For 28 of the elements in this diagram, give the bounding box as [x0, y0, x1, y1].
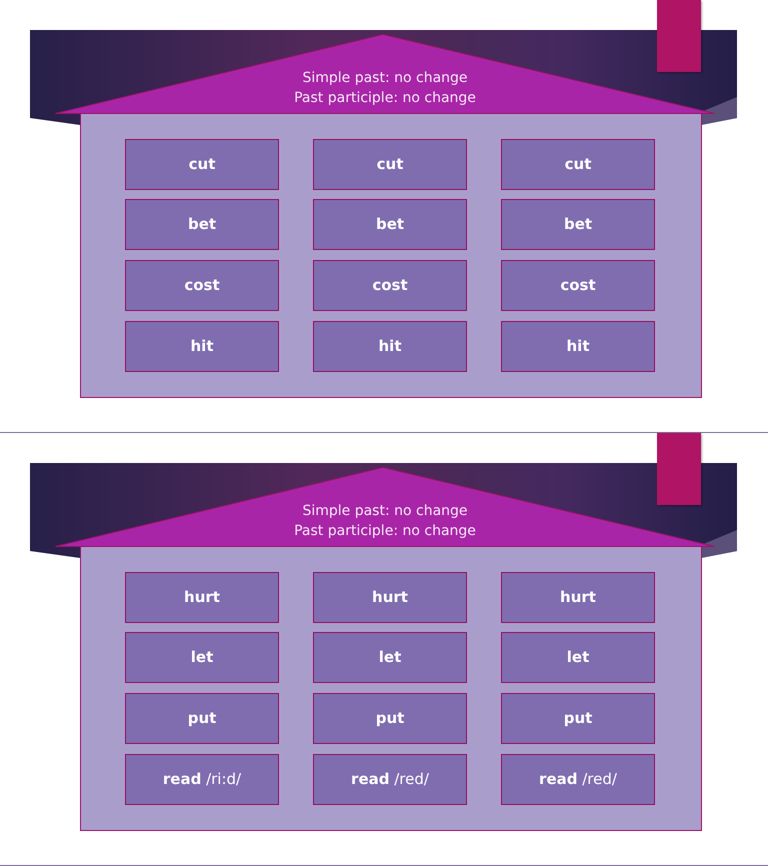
verb-tile: cut [501, 139, 655, 190]
verb-tile: hurt [313, 572, 467, 623]
verb-tile: bet [313, 199, 467, 250]
verb-tile: hurt [501, 572, 655, 623]
verb-tile: hurt [125, 572, 279, 623]
verb-tile: read /ri:d/ [125, 754, 279, 805]
verb-tile: let [313, 632, 467, 683]
roof-text: Past participle: no change [294, 90, 476, 107]
verb-tile: put [501, 693, 655, 744]
verb-tile: put [125, 693, 279, 744]
verb-tile: put [313, 693, 467, 744]
verb-tile: read /red/ [501, 754, 655, 805]
verb-tile: bet [501, 199, 655, 250]
roof-text: Simple past: no change [302, 70, 468, 87]
verb-tile: let [125, 632, 279, 683]
verb-tile: cost [125, 260, 279, 311]
verb-tile: read /red/ [313, 754, 467, 805]
verb-tile: cost [313, 260, 467, 311]
verb-tile: hit [125, 321, 279, 372]
verb-tile: cut [313, 139, 467, 190]
verb-tile: let [501, 632, 655, 683]
roof-text: Past participle: no change [294, 523, 476, 540]
roof-text: Simple past: no change [302, 503, 468, 520]
verb-tile: hit [501, 321, 655, 372]
verb-tile: cut [125, 139, 279, 190]
verb-tile: cost [501, 260, 655, 311]
verb-tile: bet [125, 199, 279, 250]
verb-tile: hit [313, 321, 467, 372]
